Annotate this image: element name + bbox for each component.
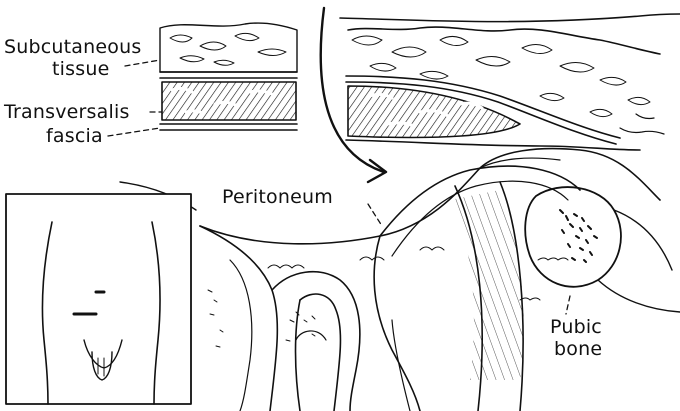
label-peritoneum: Peritoneum xyxy=(222,188,333,207)
abdominal-wall xyxy=(340,14,680,150)
pubic-bone xyxy=(525,187,680,314)
label-pubic: Pubic xyxy=(550,318,602,337)
label-tissue: tissue xyxy=(52,60,109,79)
label-bone: bone xyxy=(554,340,602,359)
label-fascia: fascia xyxy=(46,127,103,146)
label-transversalis: Transversalis xyxy=(4,103,130,122)
body-outline-inset xyxy=(6,194,191,404)
label-subcutaneous: Subcutaneous xyxy=(4,38,141,57)
